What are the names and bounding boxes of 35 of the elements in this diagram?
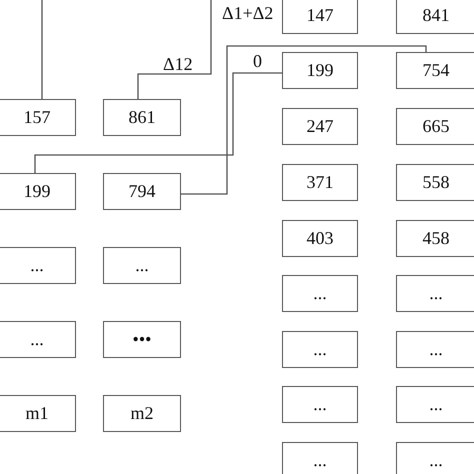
value-box: ...	[396, 331, 474, 368]
connector-line	[181, 45, 427, 195]
value-box: 458	[396, 220, 474, 257]
value-box: m2	[103, 395, 181, 432]
value-box: 794	[103, 173, 181, 210]
edge-label: 0	[252, 52, 263, 70]
value-box: 199	[282, 52, 358, 89]
value-box: 157	[0, 99, 76, 136]
value-box: 841	[396, 0, 474, 34]
value-box: ...	[282, 331, 358, 368]
delta-label: Δ1+Δ2	[221, 4, 274, 22]
value-box: 147	[282, 0, 358, 34]
value-box: 558	[396, 164, 474, 201]
value-box: ...	[282, 275, 358, 312]
value-box: ...	[396, 386, 474, 423]
value-box: 247	[282, 108, 358, 145]
value-box: 371	[282, 164, 358, 201]
value-box: ...	[282, 386, 358, 423]
value-box: 861	[103, 99, 181, 136]
connector-line	[41, 0, 43, 99]
value-box: 665	[396, 108, 474, 145]
value-box: ...	[103, 247, 181, 284]
value-box: ...	[0, 247, 76, 284]
value-box: 403	[282, 220, 358, 257]
value-box: 199	[0, 173, 76, 210]
value-box: ...	[282, 442, 358, 474]
value-box: ...	[0, 321, 76, 358]
connector-line	[34, 72, 282, 173]
connector-line	[137, 0, 212, 99]
value-box: ...	[396, 275, 474, 312]
value-box: ...	[396, 442, 474, 474]
value-box: •••	[103, 321, 181, 358]
value-box: 754	[396, 52, 474, 89]
value-box: m1	[0, 395, 76, 432]
edge-label: Δ12	[162, 55, 194, 73]
